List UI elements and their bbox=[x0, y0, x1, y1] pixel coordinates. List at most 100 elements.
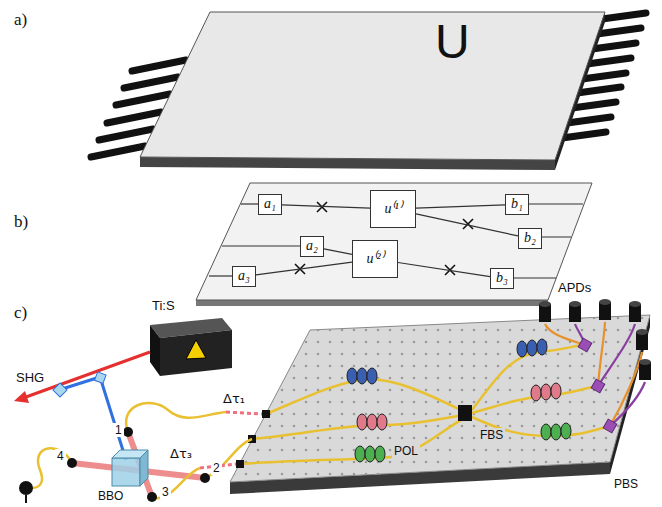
circuit-chip bbox=[222, 245, 304, 246]
polarization-paddles bbox=[365, 446, 375, 462]
mode-box: a₃ bbox=[232, 266, 256, 287]
photon-beam bbox=[72, 432, 205, 497]
part-label: SHG bbox=[14, 370, 46, 385]
polarization-paddles bbox=[377, 414, 387, 430]
waveguide-fiber bbox=[240, 418, 465, 464]
box-label: b₂ bbox=[524, 230, 536, 247]
polarization-paddles bbox=[551, 424, 561, 440]
polarization-paddles bbox=[367, 368, 377, 384]
interface-rod bbox=[132, 60, 186, 71]
fiber bbox=[152, 468, 200, 498]
mode-box: b₁ bbox=[505, 194, 529, 215]
callout-number: 4 bbox=[55, 449, 66, 463]
box-label: a₃ bbox=[238, 268, 250, 285]
fiber-coupler bbox=[123, 427, 133, 437]
part-label: POL bbox=[392, 444, 420, 458]
output-fiber bbox=[598, 324, 635, 386]
interface-rod bbox=[99, 129, 153, 140]
part-label: BBO bbox=[96, 489, 125, 503]
output-fiber bbox=[545, 324, 585, 345]
mode-box: b₂ bbox=[518, 228, 542, 249]
laser bbox=[150, 318, 232, 376]
callout-number: 2 bbox=[211, 461, 222, 475]
waveguide-connector bbox=[398, 263, 490, 277]
delay-label: Δτ₁ bbox=[221, 391, 247, 406]
avalanche-photodiode bbox=[636, 329, 648, 335]
part-label: FBS bbox=[478, 428, 505, 442]
optical-breadboard bbox=[230, 315, 650, 494]
laser-beam bbox=[14, 391, 29, 403]
matrix-symbol: U bbox=[435, 18, 470, 66]
box-label: a₁ bbox=[264, 196, 276, 213]
fiber-coupler bbox=[147, 492, 157, 502]
fiber-beamsplitter bbox=[458, 405, 472, 421]
output-fiber bbox=[610, 352, 642, 426]
circuit-chip bbox=[196, 183, 592, 306]
polarization-paddles bbox=[537, 339, 547, 355]
interface-rod bbox=[567, 117, 611, 123]
waveguide-fiber bbox=[472, 345, 585, 410]
interface-rod bbox=[124, 77, 178, 88]
panel-label: b) bbox=[12, 212, 30, 232]
waveguide-fiber bbox=[252, 415, 465, 439]
polarization-paddles bbox=[541, 384, 551, 400]
polarization-paddles bbox=[561, 423, 571, 439]
bbo-crystal bbox=[140, 450, 148, 486]
circuit-chip bbox=[538, 236, 571, 237]
laser-beam bbox=[53, 383, 67, 397]
callout-number: 1 bbox=[113, 423, 124, 437]
waveguide-fiber bbox=[266, 379, 465, 414]
delay-line bbox=[200, 412, 262, 468]
waveguide-connector bbox=[282, 205, 370, 208]
polarization-paddles bbox=[347, 368, 357, 384]
board-input-coupler bbox=[262, 410, 270, 418]
polarizing-beamsplitter bbox=[603, 419, 617, 433]
waveguide-fiber bbox=[240, 345, 610, 464]
polarization-paddles bbox=[551, 383, 561, 399]
interface-rod bbox=[597, 28, 641, 34]
box-label: a₂ bbox=[306, 238, 318, 255]
laser bbox=[186, 340, 206, 359]
polarization-paddles bbox=[347, 339, 571, 462]
avalanche-photodiode bbox=[539, 301, 551, 307]
callout-number: 3 bbox=[160, 485, 171, 499]
unitary-box: u⁽²⁾ bbox=[352, 240, 398, 278]
circuit-chip bbox=[524, 203, 583, 204]
polarization-paddles bbox=[357, 414, 367, 430]
board-input-coupler bbox=[236, 410, 270, 468]
polarizing-beamsplitter bbox=[578, 338, 592, 352]
polarizing-beamsplitter bbox=[591, 379, 605, 393]
fiber-coupler bbox=[67, 458, 77, 468]
circuit-chip bbox=[196, 300, 548, 306]
fiber bbox=[32, 403, 252, 498]
interface-rod bbox=[116, 94, 170, 105]
interface-rod bbox=[592, 43, 636, 49]
board-input-coupler bbox=[236, 460, 244, 468]
output-fiber bbox=[610, 382, 645, 426]
detector bbox=[19, 481, 33, 503]
mode-box: a₂ bbox=[300, 236, 324, 257]
panel-label: a) bbox=[12, 10, 29, 30]
avalanche-photodiode bbox=[539, 299, 651, 380]
polarization-paddles bbox=[375, 446, 385, 462]
interface-rod bbox=[107, 112, 161, 123]
fiber bbox=[32, 448, 72, 488]
circuit-chip bbox=[196, 183, 592, 300]
bbo-crystal bbox=[112, 458, 140, 486]
interface-rod bbox=[572, 102, 616, 108]
plate-top bbox=[140, 12, 605, 160]
output-fiber bbox=[545, 322, 645, 426]
interface-rod bbox=[91, 146, 145, 157]
waveguide-fiber bbox=[472, 386, 598, 413]
fiber bbox=[205, 439, 252, 478]
avalanche-photodiode bbox=[569, 301, 581, 307]
laser bbox=[150, 325, 160, 376]
box-label: u⁽²⁾ bbox=[366, 251, 383, 268]
interface-rod bbox=[582, 73, 626, 79]
detector bbox=[19, 481, 33, 495]
delay-label: Δτ₃ bbox=[168, 446, 194, 461]
avalanche-photodiode bbox=[599, 299, 611, 305]
avalanche-photodiode bbox=[629, 301, 641, 307]
interface-rod bbox=[577, 87, 621, 93]
